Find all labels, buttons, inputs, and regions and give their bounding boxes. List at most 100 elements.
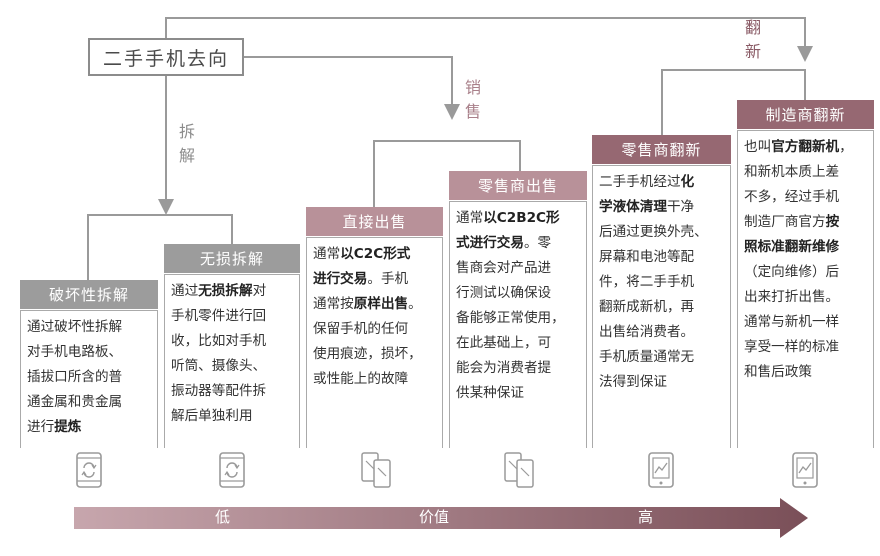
description-line: （定向维修）后 — [744, 260, 868, 285]
category-header-retail-sale: 零售商出售 — [449, 171, 587, 200]
description-line: 售商会对产品进 — [456, 256, 581, 281]
description-line: 件，将二手手机 — [599, 270, 725, 295]
text-segment: 和售后政策 — [744, 364, 812, 380]
value-axis-label: 价值 — [419, 508, 450, 526]
highlighted-text: 原样出售 — [353, 296, 409, 312]
description-line: 通常与新机一样 — [744, 310, 868, 335]
text-segment: 后通过更换外壳、 — [599, 224, 708, 240]
branch-label-dismantle: 拆解 — [178, 122, 195, 165]
text-segment: 供某种保证 — [456, 385, 524, 401]
description-line: 后通过更换外壳、 — [599, 220, 725, 245]
highlighted-text: 按 — [825, 214, 840, 230]
description-line: 通过破坏性拆解 — [27, 315, 152, 340]
phone-chart-icon — [648, 452, 674, 488]
description-line: 出售给消费者。 — [599, 320, 725, 345]
category-header-destructive: 破坏性拆解 — [20, 280, 158, 309]
description-retail-refurbish: 二手手机经过化学液体清理干净后通过更换外壳、屏幕和电池等配件，将二手手机翻新成新… — [592, 165, 731, 448]
text-segment: 和新机本质上差 — [744, 164, 840, 180]
description-line: 使用痕迹，损坏， — [313, 342, 437, 367]
highlighted-text: 无损拆解 — [198, 283, 253, 299]
text-segment: 翻新成新机，再 — [599, 299, 695, 315]
description-line: 不多，经过手机 — [744, 185, 868, 210]
sell-split — [373, 140, 521, 207]
description-line: 法得到保证 — [599, 370, 725, 395]
text-segment: 进行 — [27, 419, 55, 435]
description-retail-sale: 通常以C2B2C形式进行交易。零售商会对产品进行测试以确保设备能够正常使用，在此… — [449, 201, 587, 448]
description-line: 收，比如对手机 — [171, 329, 294, 354]
text-segment: 通金属和贵金属 — [27, 394, 123, 410]
highlighted-text: 进行交易 — [313, 271, 368, 287]
text-segment: 手机零件进行回 — [171, 308, 267, 324]
description-direct-sale: 通常以C2C形式进行交易。手机通常按原样出售。保留手机的任何使用痕迹，损坏，或性… — [306, 237, 443, 448]
text-segment: 行测试以确保设 — [456, 285, 552, 301]
description-maker-refurbish: 也叫官方翻新机， 和新机本质上差不多，经过手机制造厂商官方按照标准翻新维修 （定向维… — [737, 130, 874, 448]
text-segment: 通常 — [456, 210, 484, 226]
text-segment: 法得到保证 — [599, 374, 667, 390]
text-segment: 能会为消费者提 — [456, 360, 552, 376]
text-segment: 二手手机经过 — [599, 174, 681, 190]
description-line: 振动器等配件拆 — [171, 379, 294, 404]
category-header-direct-sale: 直接出售 — [306, 207, 443, 236]
text-segment: （定向维修）后 — [744, 264, 840, 280]
text-segment: 售商会对产品进 — [456, 260, 552, 276]
category-header-nondestructive: 无损拆解 — [164, 244, 300, 273]
text-segment: 。零 — [523, 235, 552, 251]
description-line: 通常以C2C形式 — [313, 242, 437, 267]
text-segment: 。 — [408, 296, 422, 312]
description-line: 在此基础上，可 — [456, 331, 581, 356]
highlighted-text: 以C2C形式 — [340, 246, 411, 262]
description-line: 备能够正常使用， — [456, 306, 581, 331]
description-line: 供某种保证 — [456, 381, 581, 406]
highlighted-text: 提炼 — [54, 419, 82, 435]
text-segment: 出售给消费者。 — [599, 324, 695, 340]
text-segment: 通常与新机一样 — [744, 314, 840, 330]
root-node: 二手手机去向 — [88, 38, 244, 76]
text-segment: 。手机 — [367, 271, 409, 287]
description-line: 照标准翻新维修 — [744, 235, 868, 260]
text-segment: 出来打折出售。 — [744, 289, 840, 305]
text-segment: 件，将二手手机 — [599, 274, 695, 290]
text-segment: 手机质量通常无 — [599, 349, 695, 365]
description-line: 翻新成新机，再 — [599, 295, 725, 320]
dismantle-split — [87, 214, 233, 280]
branch-label-sell: 销售 — [464, 78, 481, 121]
description-line: 对手机电路板、 — [27, 340, 152, 365]
text-segment: 不多，经过手机 — [744, 189, 840, 205]
text-segment: 振动器等配件拆 — [171, 383, 267, 399]
text-segment: 或性能上的故障 — [313, 371, 409, 387]
text-segment: 干净 — [666, 199, 695, 215]
description-line: 保留手机的任何 — [313, 317, 437, 342]
description-line: 也叫官方翻新机， — [744, 135, 868, 160]
text-segment: 对手机电路板、 — [27, 344, 123, 360]
phone-chart-icon — [792, 452, 818, 488]
description-line: 能会为消费者提 — [456, 356, 581, 381]
description-line: 行测试以确保设 — [456, 281, 581, 306]
phones-transfer-icon — [361, 452, 391, 488]
phone-recycle-icon — [219, 452, 245, 488]
highlighted-text: 化 — [680, 174, 695, 190]
highlighted-text: 学液体清理 — [599, 199, 667, 215]
description-line: 解后单独利用 — [171, 404, 294, 429]
description-line: 进行提炼 — [27, 415, 152, 440]
value-low-label: 低 — [215, 508, 231, 526]
description-line: 和新机本质上差 — [744, 160, 868, 185]
description-line: 进行交易。手机 — [313, 267, 437, 292]
text-segment: 也叫 — [744, 139, 772, 155]
phones-transfer-icon — [504, 452, 534, 488]
description-line: 制造厂商官方按 — [744, 210, 868, 235]
description-destructive: 通过破坏性拆解对手机电路板、插拔口所含的普通金属和贵金属进行提炼 — [20, 310, 158, 448]
description-line: 手机零件进行回 — [171, 304, 294, 329]
text-segment: ， — [839, 139, 853, 155]
description-line: 通常按原样出售。 — [313, 292, 437, 317]
description-line: 手机质量通常无 — [599, 345, 725, 370]
description-line: 插拔口所含的普 — [27, 365, 152, 390]
text-segment: 屏幕和电池等配 — [599, 249, 695, 265]
text-segment: 听筒、摄像头、 — [171, 358, 267, 374]
text-segment: 保留手机的任何 — [313, 321, 409, 337]
description-line: 享受一样的标准 — [744, 335, 868, 360]
description-line: 出来打折出售。 — [744, 285, 868, 310]
category-header-maker-refurbish: 制造商翻新 — [737, 100, 874, 129]
text-segment: 使用痕迹，损坏， — [313, 346, 422, 362]
description-line: 听筒、摄像头、 — [171, 354, 294, 379]
refurbish-split — [661, 69, 806, 135]
